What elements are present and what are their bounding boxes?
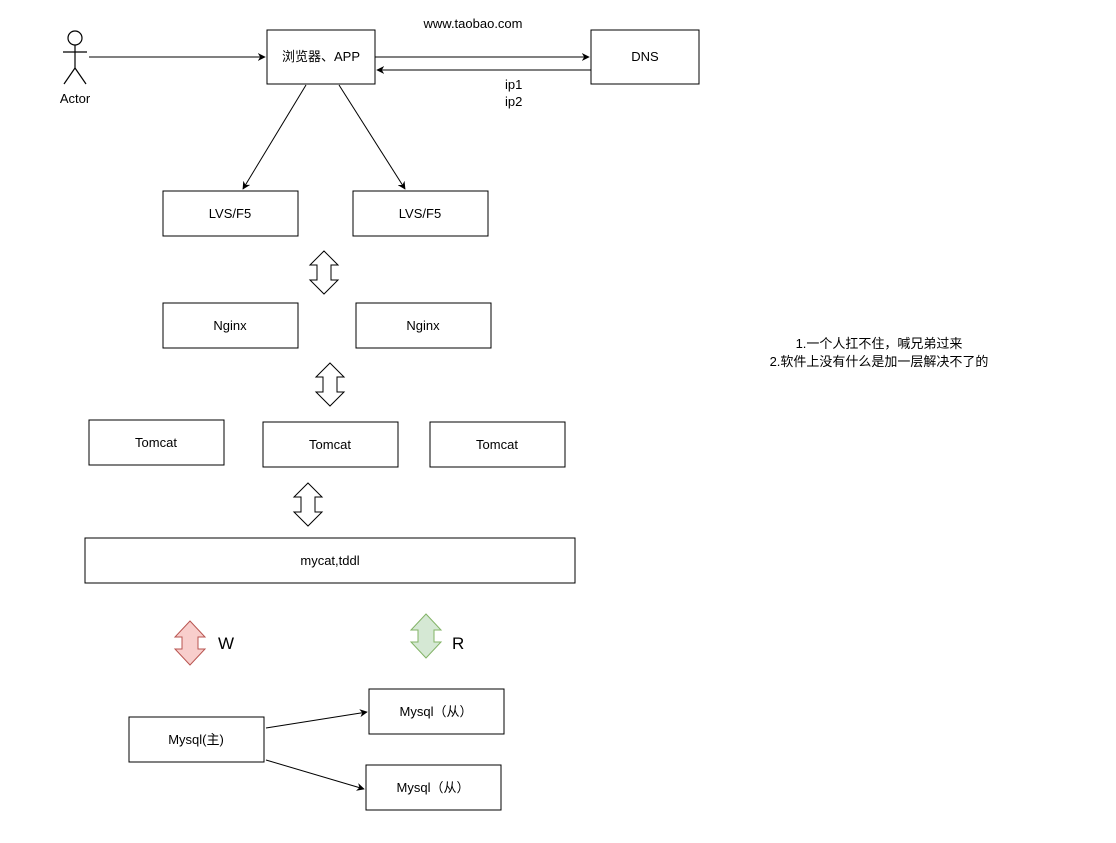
- nginx-tomcat-double-arrow-icon: [314, 362, 346, 407]
- nginx-label-1: Nginx: [213, 318, 247, 333]
- tomcat-label-3: Tomcat: [476, 437, 518, 452]
- lvs-box-2: [352, 190, 489, 237]
- dns-ip-1: ip1: [505, 77, 522, 92]
- client-box: [266, 29, 376, 85]
- dns-ip-2: ip2: [505, 94, 522, 109]
- dns-box: [590, 29, 700, 85]
- client-label: 浏览器、APP: [282, 49, 360, 64]
- notes-text: 1.一个人扛不住，喊兄弟过来 2.软件上没有什么是加一层解决不了的: [700, 335, 1058, 371]
- tomcat-label-1: Tomcat: [135, 435, 177, 450]
- tomcat-box-1: [88, 419, 225, 466]
- mysql-slave-box-1: [368, 688, 505, 735]
- middleware-box: [84, 537, 576, 584]
- write-label: W: [218, 634, 234, 653]
- write-double-arrow-icon: [173, 620, 207, 666]
- lvs-box-1: [162, 190, 299, 237]
- tomcat-middleware-double-arrow-icon: [292, 482, 324, 527]
- nginx-box-1: [162, 302, 299, 349]
- nginx-label-2: Nginx: [406, 318, 440, 333]
- mysql-master-box: [128, 716, 265, 763]
- note-line-1: 1.一个人扛不住，喊兄弟过来: [795, 336, 963, 351]
- lvs-label-2: LVS/F5: [399, 206, 441, 221]
- lvs-nginx-double-arrow-icon: [308, 250, 340, 295]
- actor-icon: [63, 30, 87, 85]
- mysql-slave-label-1: Mysql（从）: [400, 704, 473, 719]
- mysql-slave-label-2: Mysql（从）: [397, 780, 470, 795]
- note-line-2: 2.软件上没有什么是加一层解决不了的: [769, 354, 989, 369]
- middleware-label: mycat,tddl: [300, 553, 359, 568]
- client-to-lvs2-arrow: [338, 84, 406, 190]
- nginx-box-2: [355, 302, 492, 349]
- tomcat-box-2: [262, 421, 399, 468]
- read-label: R: [452, 634, 464, 653]
- dns-label: DNS: [631, 49, 659, 64]
- mysql-slave-box-2: [365, 764, 502, 811]
- read-double-arrow-icon: [409, 613, 443, 659]
- client-to-lvs1-arrow: [242, 84, 307, 190]
- lvs-label-1: LVS/F5: [209, 206, 251, 221]
- master-to-slave1-arrow: [265, 709, 368, 729]
- domain-label: www.taobao.com: [423, 16, 523, 31]
- tomcat-box-3: [429, 421, 566, 468]
- tomcat-label-2: Tomcat: [309, 437, 351, 452]
- actor-label: Actor: [60, 91, 91, 106]
- mysql-master-label: Mysql(主): [168, 732, 224, 747]
- master-to-slave2-arrow: [265, 759, 365, 791]
